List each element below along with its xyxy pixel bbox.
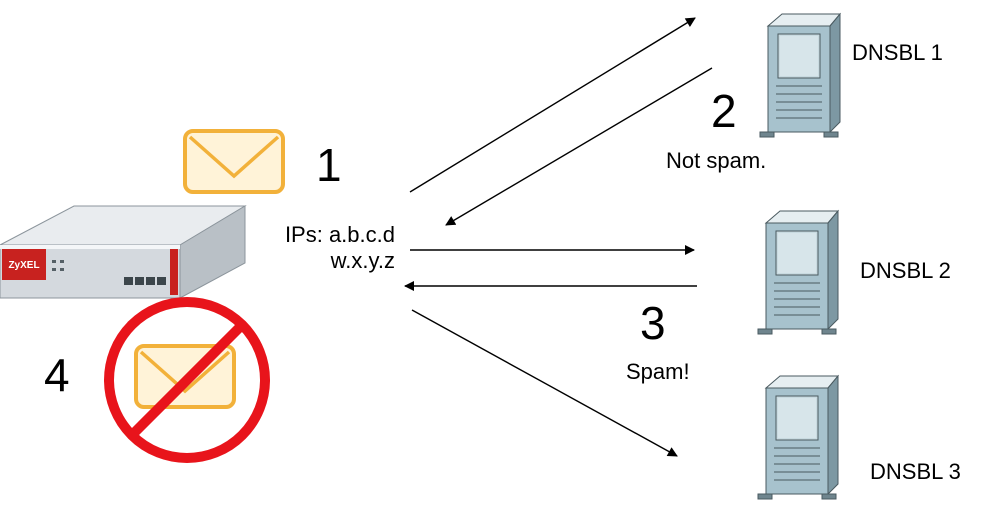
device-brand-logo: ZyXEL bbox=[8, 260, 39, 271]
step-1-ip-list: IPs: a.b.c.d w.x.y.z bbox=[285, 222, 395, 274]
arrow-query-dnsbl1 bbox=[409, 17, 696, 193]
step-1-number: 1 bbox=[316, 139, 342, 191]
step-3-result: Spam! bbox=[626, 359, 690, 384]
ip-line-2: w.x.y.z bbox=[330, 248, 395, 273]
dnsbl-server-3-icon bbox=[757, 375, 839, 500]
step-4-number: 4 bbox=[44, 349, 70, 401]
arrow-query-dnsbl3 bbox=[411, 309, 678, 457]
blocked-mail-icon bbox=[104, 297, 270, 463]
dnsbl-server-2-icon bbox=[757, 210, 839, 335]
mail-envelope-icon bbox=[183, 129, 285, 194]
dnsbl-server-1-icon bbox=[759, 13, 841, 138]
step-3-number: 3 bbox=[640, 297, 666, 349]
dnsbl-1-label: DNSBL 1 bbox=[852, 40, 943, 65]
step-2-result: Not spam. bbox=[666, 148, 767, 173]
dnsbl-3-label: DNSBL 3 bbox=[870, 459, 961, 484]
dnsbl-2-label: DNSBL 2 bbox=[860, 258, 951, 283]
step-2-number: 2 bbox=[711, 85, 737, 137]
ip-line-1: IPs: a.b.c.d bbox=[284, 222, 395, 247]
zyxel-firewall-device: ZyXEL bbox=[0, 205, 247, 299]
arrow-reply-dnsbl1 bbox=[445, 67, 713, 226]
